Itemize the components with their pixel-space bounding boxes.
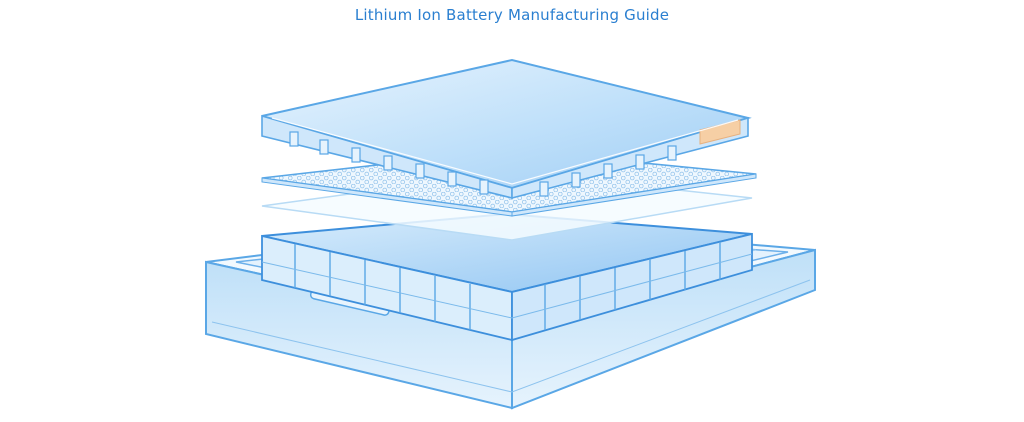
top-cover-plate (261, 58, 752, 200)
cover-right-side (511, 116, 749, 200)
cell-module (261, 212, 753, 342)
page-title: Lithium Ion Battery Manufacturing Guide (354, 6, 670, 24)
cell-module-right (511, 232, 753, 342)
